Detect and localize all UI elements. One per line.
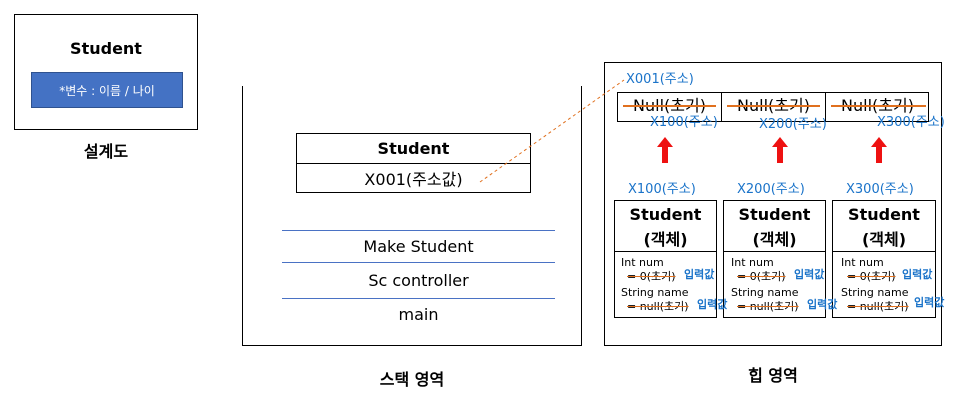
stack-frame-make-student: Make Student bbox=[363, 236, 474, 256]
object-3-field-name-label: String name bbox=[841, 286, 909, 299]
object-2-field-name-input: 입력값 bbox=[807, 298, 838, 311]
array-divider bbox=[825, 92, 826, 122]
object-3-address: X300(주소) bbox=[846, 182, 914, 197]
stack-frame-sc-controller: Sc controller bbox=[368, 270, 469, 290]
red-arrow-icon bbox=[772, 137, 788, 163]
object-2-field-num-label: Int num bbox=[731, 256, 774, 269]
object-1-field-name-label: String name bbox=[621, 286, 689, 299]
stack-frame-divider bbox=[282, 262, 555, 263]
stack-caption: 스택 영역 bbox=[379, 370, 445, 389]
object-2-field-num-value: = 0(초기) bbox=[737, 270, 786, 283]
array-divider bbox=[721, 92, 722, 122]
object-2-field-name-value: = null(초기) bbox=[737, 300, 799, 313]
object-2-title: Student bbox=[738, 205, 811, 224]
student-object-1: Student (객체) bbox=[614, 200, 717, 318]
object-1-field-num-input: 입력값 bbox=[684, 268, 715, 281]
object-3-field-num-input: 입력값 bbox=[902, 268, 933, 281]
array-slot-3-address: X300(주소) bbox=[877, 115, 945, 130]
object-3-field-num-label: Int num bbox=[841, 256, 884, 269]
object-2-subtitle: (객체) bbox=[752, 230, 797, 249]
heap-array-address: X001(주소) bbox=[626, 72, 694, 87]
stack-student-address: X001(주소값) bbox=[364, 169, 463, 189]
object-1-field-num-value: = 0(초기) bbox=[627, 270, 676, 283]
array-slot-2-address: X200(주소) bbox=[759, 117, 827, 132]
object-2-field-name-label: String name bbox=[731, 286, 799, 299]
array-slot-2-value: Null(초기) bbox=[737, 96, 810, 115]
array-slot-1-address: X100(주소) bbox=[650, 115, 718, 130]
object-3-field-name-input: 입력값 bbox=[914, 296, 945, 309]
object-1-title: Student bbox=[629, 205, 702, 224]
red-arrow-icon bbox=[871, 137, 887, 163]
object-3-field-num-value: = 0(초기) bbox=[847, 270, 896, 283]
heap-array bbox=[617, 92, 929, 122]
object-1-field-name-input: 입력값 bbox=[697, 298, 728, 311]
red-arrow-icon bbox=[657, 137, 673, 163]
blueprint-box: Student *변수 : 이름 / 나이 bbox=[14, 14, 198, 130]
stack-frame-divider bbox=[282, 298, 555, 299]
object-1-address: X100(주소) bbox=[628, 182, 696, 197]
object-3-subtitle: (객체) bbox=[861, 230, 907, 249]
object-2-address: X200(주소) bbox=[737, 182, 805, 197]
student-object-3: Student (객체) bbox=[832, 200, 936, 318]
object-2-field-num-input: 입력값 bbox=[794, 268, 825, 281]
stack-student-title: Student bbox=[297, 134, 530, 164]
student-object-2: Student (객체) bbox=[723, 200, 826, 318]
object-3-field-name-value: = null(초기) bbox=[847, 300, 909, 313]
heap-caption: 힙 영역 bbox=[748, 366, 798, 385]
object-1-field-num-label: Int num bbox=[621, 256, 664, 269]
object-3-title: Student bbox=[848, 205, 920, 224]
object-1-field-name-value: = null(초기) bbox=[627, 300, 689, 313]
blueprint-variables: *변수 : 이름 / 나이 bbox=[31, 72, 183, 108]
stack-frame-main: main bbox=[398, 304, 439, 324]
stack-area bbox=[242, 86, 582, 346]
object-1-subtitle: (객체) bbox=[643, 230, 688, 249]
blueprint-title: Student bbox=[70, 39, 142, 58]
stack-student-ref: Student X001(주소값) bbox=[296, 133, 531, 193]
blueprint-caption: 설계도 bbox=[83, 142, 129, 161]
stack-frame-divider bbox=[282, 230, 555, 231]
